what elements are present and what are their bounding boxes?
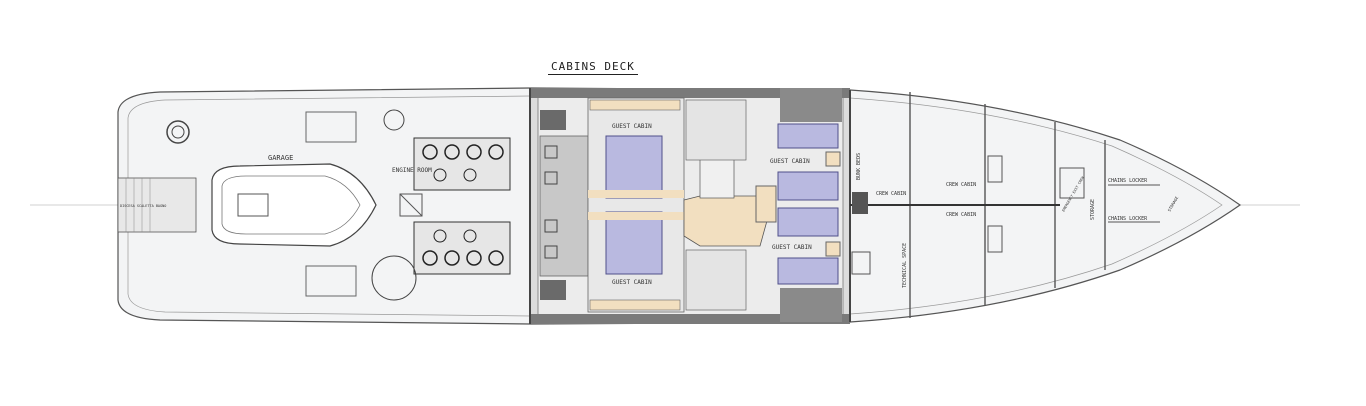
label-bunk-beds: BUNK BEDS [856, 153, 862, 180]
wardrobe-bottom [589, 299, 681, 311]
structure-block-bottom [780, 288, 842, 322]
structure-band-top [530, 88, 850, 98]
crew-fixture [851, 251, 871, 275]
label-chains-locker-2: CHAINS LOCKER [1108, 216, 1148, 222]
stairs-block [540, 110, 566, 130]
label-engine-room: ENGINE ROOM [392, 167, 432, 174]
label-storage-1: STORAGE [1090, 199, 1096, 220]
tender-seat [237, 193, 269, 217]
storage-hatch [1059, 167, 1085, 199]
equipment [305, 111, 357, 143]
hull-inner [127, 95, 1223, 317]
label-guest-cabin-right-top: GUEST CABIN [770, 158, 810, 165]
bed-right-1 [777, 123, 839, 149]
fixture [544, 171, 558, 185]
bathroom [685, 99, 747, 161]
nightstand [825, 151, 841, 167]
label-guest-cabin-top: GUEST CABIN [612, 123, 652, 130]
label-stern-stairs: DISCESA SCALETTA BAGNO [120, 204, 166, 208]
fixture [544, 245, 558, 259]
label-chains-locker-1: CHAINS LOCKER [1108, 178, 1148, 184]
bed-bottom [605, 211, 663, 275]
stern-stairs [117, 177, 197, 233]
engine-starboard [413, 221, 511, 275]
crew-fixture [987, 225, 1003, 253]
capstan-inner [171, 125, 185, 139]
crew-fixture [987, 155, 1003, 183]
tender-inner [221, 175, 361, 235]
tank [371, 255, 417, 301]
bed-right-4 [777, 257, 839, 285]
bed-right-3 [777, 207, 839, 237]
bed-top [605, 135, 663, 199]
stairs-block [540, 280, 566, 300]
label-crew-cabin-1: CREW CABIN [876, 191, 906, 197]
crew-wardrobe [852, 192, 868, 214]
guest-cabin-area [587, 97, 685, 313]
hatch-cross [399, 193, 423, 217]
staircase [699, 157, 735, 199]
capstan [166, 120, 190, 144]
fixture [544, 145, 558, 159]
bed-right-2 [777, 171, 839, 201]
wardrobe-top [589, 99, 681, 111]
label-guest-cabin-right-bottom: GUEST CABIN [772, 244, 812, 251]
tender-boat [211, 163, 377, 247]
tank [383, 109, 405, 131]
fixture [544, 219, 558, 233]
bathroom [685, 249, 747, 311]
label-crew-cabin-3: CREW CABIN [946, 212, 976, 218]
page-title: CABINS DECK [551, 60, 635, 73]
bathroom-column [539, 135, 589, 277]
label-technical-space: TECHNICAL SPACE [902, 243, 908, 288]
engine-port [413, 137, 511, 191]
headboard [588, 212, 684, 220]
stern-steps [125, 178, 151, 232]
title-underline [548, 74, 638, 75]
hatch [399, 193, 423, 217]
headboard [588, 190, 684, 198]
nightstand [825, 241, 841, 257]
wood-panel [755, 185, 777, 223]
structure-band-bottom [530, 314, 850, 324]
label-garage: GARAGE [268, 154, 293, 162]
equipment [305, 265, 357, 297]
label-crew-cabin-2: CREW CABIN [946, 182, 976, 188]
structure-block-top [780, 88, 842, 122]
label-guest-cabin-bottom: GUEST CABIN [612, 279, 652, 286]
